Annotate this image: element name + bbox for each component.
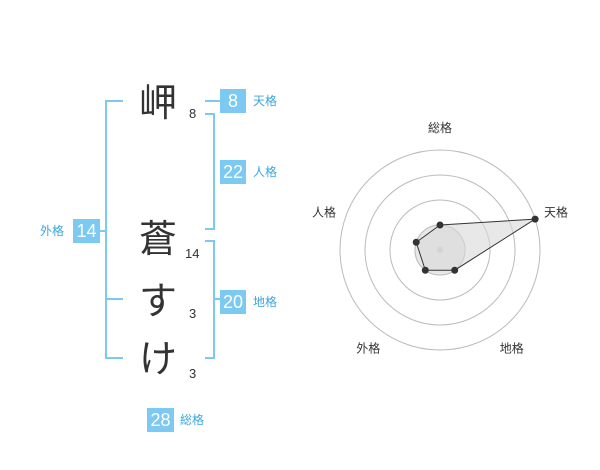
stroke-count-2: 14 [185,246,200,261]
soukaku-label: 総格 [180,413,205,427]
tenkaku-value: 8 [220,89,246,113]
radar-axis-label-3: 地格 [500,341,524,356]
stroke-count-1: 8 [189,106,197,121]
stroke-count-4: 3 [189,366,197,381]
radar-point-2 [531,215,539,223]
gaikaku-label: 外格 [40,224,65,238]
radar-ring-2 [389,199,491,301]
radar-axis-label-4: 外格 [356,341,380,356]
radar-axis-label-2: 天格 [544,204,568,219]
radar-axis-label-1: 総格 [428,120,452,135]
jinkaku-label: 人格 [253,165,278,179]
radar-point-3 [451,266,459,274]
name-char-1: 岬 [138,81,177,125]
gaikaku-value: 14 [73,219,100,243]
radar-point-5 [412,238,420,246]
name-char-2: 蒼 [138,217,177,261]
radar-point-4 [421,266,429,274]
chikaku-value: 20 [220,290,246,314]
radar-ring-4 [339,149,541,351]
radar-series-polygon [415,218,536,271]
radar-axis-label-5: 人格 [312,204,336,219]
jinkaku-value: 22 [220,160,246,184]
tenkaku-label: 天格 [253,94,278,108]
stroke-count-3: 3 [189,306,197,321]
soukaku-value: 28 [147,408,174,432]
chikaku-label: 地格 [253,295,278,309]
name-char-4: け [138,337,177,381]
radar-ring-3 [364,174,516,326]
name-char-3: す [138,279,177,323]
radar-point-1 [436,221,444,229]
